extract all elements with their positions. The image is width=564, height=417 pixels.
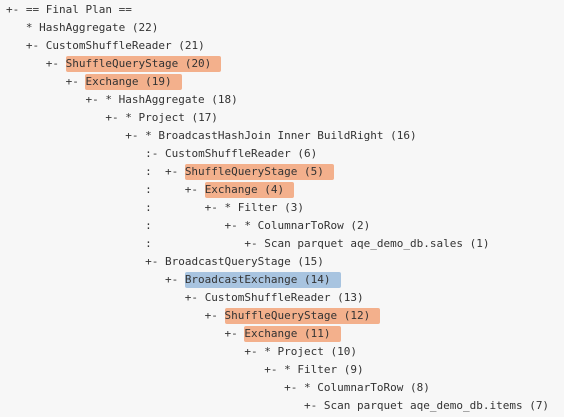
- plan-line: +- * ColumnarToRow (8): [6, 379, 430, 397]
- plan-line: +- ShuffleQueryStage (20): [6, 55, 222, 73]
- plan-node: * BroadcastHashJoin Inner BuildRight (16…: [145, 129, 417, 142]
- tree-connector: : +-: [6, 183, 205, 196]
- plan-line: +- == Final Plan ==: [6, 1, 132, 19]
- plan-line: +- ShuffleQueryStage (12): [6, 307, 381, 325]
- tree-connector: +-: [6, 273, 185, 286]
- tree-connector: +-: [6, 75, 86, 88]
- plan-line: : +- * Filter (3): [6, 199, 304, 217]
- tree-connector: +-: [6, 3, 26, 16]
- tree-connector: +-: [6, 309, 225, 322]
- highlighted-plan-node: BroadcastExchange (14): [184, 272, 341, 288]
- plan-node: BroadcastQueryStage (15): [164, 255, 324, 268]
- tree-connector: *: [6, 21, 40, 34]
- plan-line: +- * HashAggregate (18): [6, 91, 238, 109]
- tree-connector: +-: [6, 111, 126, 124]
- tree-connector: :-: [6, 147, 165, 160]
- plan-line: +- Scan parquet aqe_demo_db.items (7): [6, 397, 549, 415]
- plan-node: Scan parquet aqe_demo_db.sales (1): [264, 237, 490, 250]
- plan-line: : +- * ColumnarToRow (2): [6, 217, 370, 235]
- plan-line: : +- Exchange (4): [6, 181, 295, 199]
- tree-connector: +-: [6, 399, 324, 412]
- plan-node: == Final Plan ==: [25, 3, 132, 16]
- tree-connector: +-: [6, 327, 245, 340]
- plan-line: :- CustomShuffleReader (6): [6, 145, 317, 163]
- tree-connector: +-: [6, 291, 205, 304]
- tree-connector: +-: [6, 363, 285, 376]
- highlighted-plan-node: Exchange (11): [244, 326, 341, 342]
- plan-node: * Project (10): [264, 345, 357, 358]
- tree-connector: : +-: [6, 165, 185, 178]
- plan-line: +- * Filter (9): [6, 361, 364, 379]
- plan-node: HashAggregate (22): [39, 21, 159, 34]
- tree-connector: +-: [6, 57, 66, 70]
- plan-line: +- * Project (17): [6, 109, 218, 127]
- highlighted-plan-node: ShuffleQueryStage (12): [224, 308, 381, 324]
- plan-line: +- Exchange (11): [6, 325, 341, 343]
- tree-connector: +-: [6, 381, 305, 394]
- tree-connector: : +-: [6, 219, 245, 232]
- tree-connector: +-: [6, 255, 165, 268]
- plan-node: * Project (17): [125, 111, 218, 124]
- plan-node: * Filter (3): [224, 201, 305, 214]
- highlighted-plan-node: ShuffleQueryStage (20): [65, 56, 222, 72]
- plan-node: * ColumnarToRow (8): [304, 381, 430, 394]
- plan-line: +- CustomShuffleReader (13): [6, 289, 364, 307]
- plan-node: CustomShuffleReader (6): [164, 147, 318, 160]
- plan-node: * ColumnarToRow (2): [244, 219, 371, 232]
- highlighted-plan-node: Exchange (4): [204, 182, 295, 198]
- highlighted-plan-node: Exchange (19): [85, 74, 182, 90]
- highlighted-plan-node: ShuffleQueryStage (5): [184, 164, 334, 180]
- tree-connector: +-: [6, 39, 46, 52]
- plan-node: Scan parquet aqe_demo_db.items (7): [323, 399, 550, 412]
- plan-line: +- BroadcastQueryStage (15): [6, 253, 324, 271]
- plan-node: CustomShuffleReader (13): [204, 291, 364, 304]
- tree-connector: : +-: [6, 237, 265, 250]
- plan-line: +- BroadcastExchange (14): [6, 271, 341, 289]
- plan-line: : +- Scan parquet aqe_demo_db.sales (1): [6, 235, 489, 253]
- plan-line: * HashAggregate (22): [6, 19, 158, 37]
- plan-line: +- * Project (10): [6, 343, 357, 361]
- plan-node: CustomShuffleReader (21): [45, 39, 205, 52]
- tree-connector: +-: [6, 93, 106, 106]
- plan-node: * Filter (9): [284, 363, 364, 376]
- plan-line: +- * BroadcastHashJoin Inner BuildRight …: [6, 127, 417, 145]
- plan-line: +- Exchange (19): [6, 73, 182, 91]
- plan-line: +- CustomShuffleReader (21): [6, 37, 205, 55]
- tree-connector: : +-: [6, 201, 225, 214]
- tree-connector: +-: [6, 129, 146, 142]
- tree-connector: +-: [6, 345, 265, 358]
- plan-node: * HashAggregate (18): [105, 93, 238, 106]
- plan-line: : +- ShuffleQueryStage (5): [6, 163, 334, 181]
